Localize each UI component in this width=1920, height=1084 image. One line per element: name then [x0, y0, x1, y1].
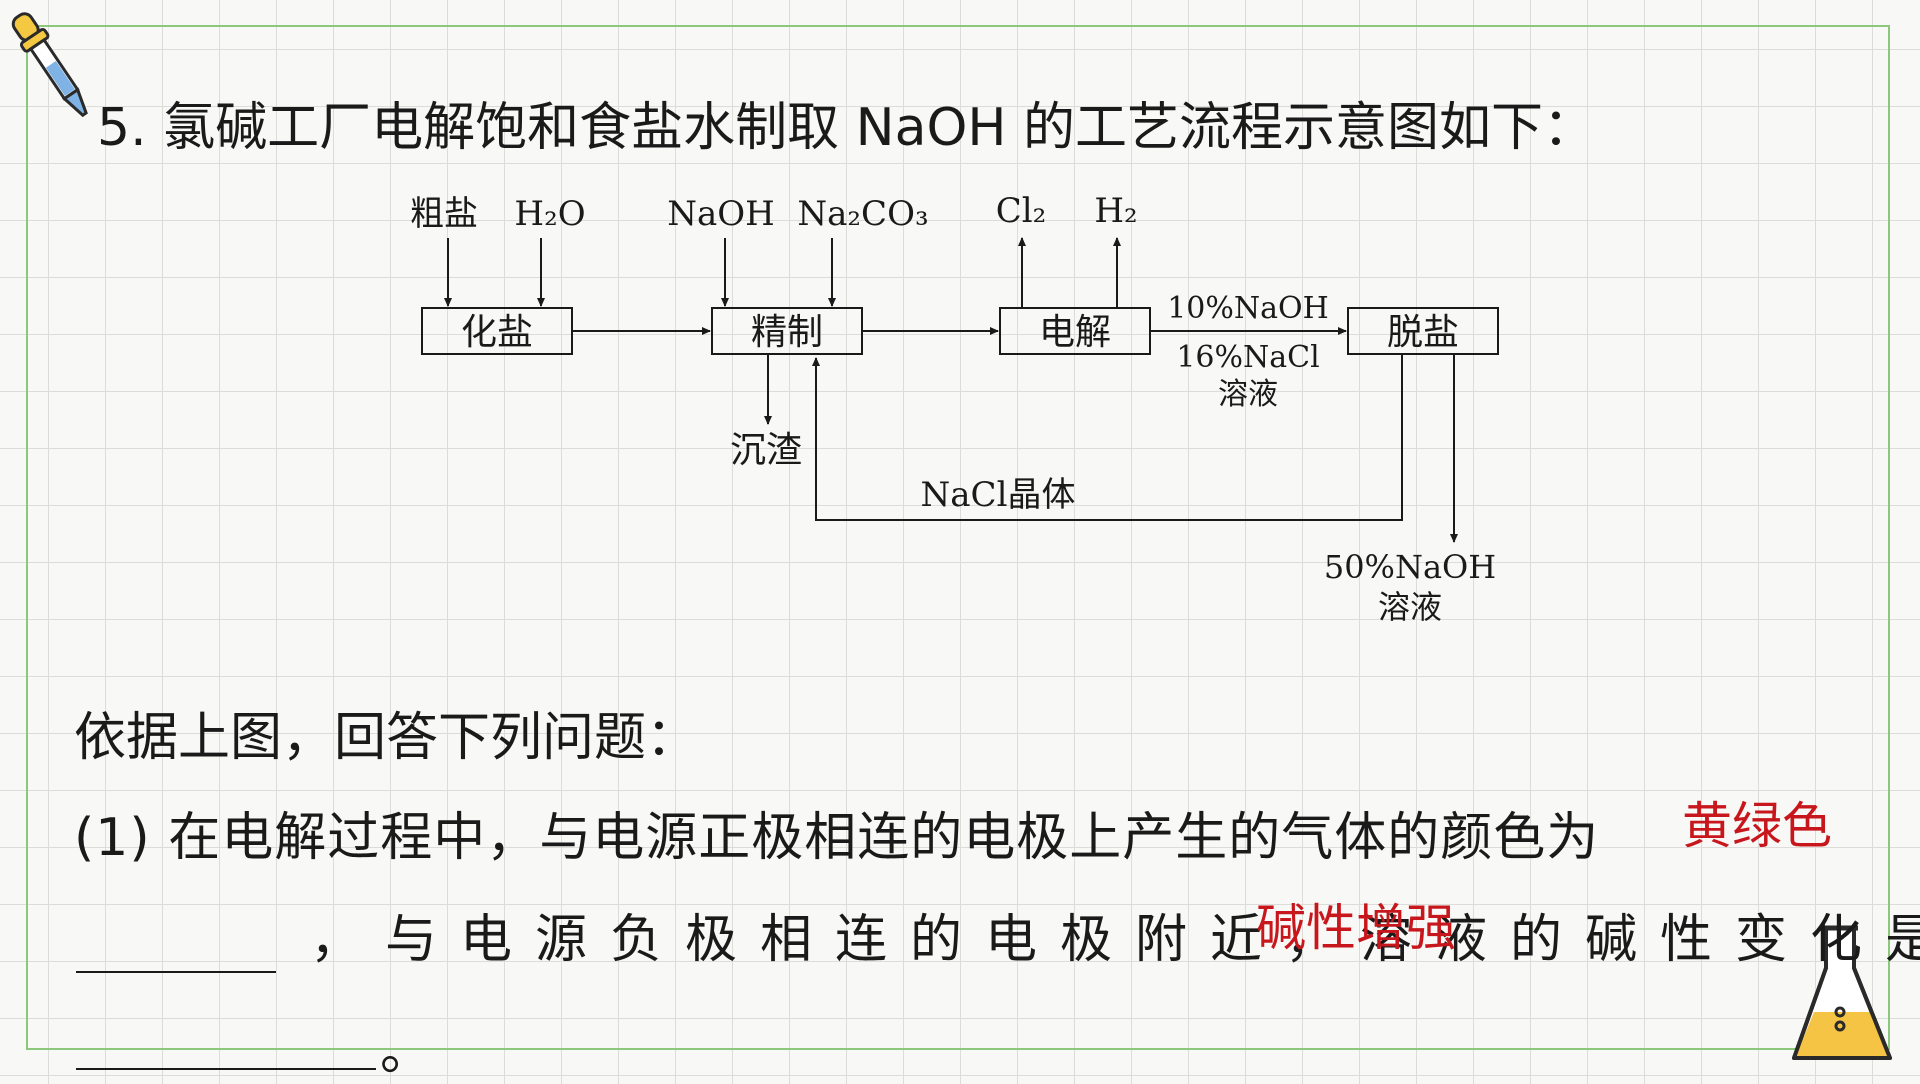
recycle-line [812, 354, 1403, 521]
question-part1-line2: ，与电源负极相连的电极附近，溶液的碱性变化是 [310, 910, 1920, 970]
product-naoh-label: 50%NaOH [1324, 548, 1496, 586]
precipitate-label: 沉渣 [730, 430, 802, 471]
question-title-text: 氯碱工厂电解饱和食盐水制取 NaOH 的工艺流程示意图如下： [163, 98, 1596, 158]
answer-blank-alkalinity[interactable] [76, 1068, 376, 1070]
question-part1-end: 。 [380, 1022, 433, 1082]
stream-nacl-label: 16%NaCl [1176, 340, 1319, 375]
flask-icon [1792, 925, 1892, 1060]
question-part1-line1: (1) 在电解过程中，与电源正极相连的电极上产生的气体的颜色为 [74, 808, 1600, 868]
output-h2: H₂ [1094, 191, 1137, 231]
answer-gas-color: 黄绿色 [1682, 797, 1832, 855]
input-water: H₂O [514, 194, 585, 234]
question-title: 5. 氯碱工厂电解饱和食盐水制取 NaOH 的工艺流程示意图如下： [97, 96, 1595, 160]
box-dissolve-label: 化盐 [461, 312, 533, 353]
stream-solution-label: 溶液 [1218, 377, 1278, 412]
recycle-label: NaCl晶体 [921, 475, 1076, 515]
input-crude-salt: 粗盐 [410, 194, 478, 234]
input-na2co3: Na₂CO₃ [797, 194, 928, 234]
answer-blank-gas-color[interactable] [76, 971, 276, 973]
question-intro: 依据上图，回答下列问题： [74, 708, 699, 768]
answer-alkalinity-change: 碱性增强 [1256, 899, 1456, 957]
box-refine-label: 精制 [751, 312, 823, 353]
output-cl2: Cl₂ [996, 191, 1047, 231]
box-electrolysis-label: 电解 [1039, 312, 1111, 353]
box-desalt [1347, 307, 1499, 355]
process-flow-diagram: 粗盐 H₂O NaOH Na₂CO₃ Cl₂ H₂ 化盐 精制 电解 脱盐 10… [410, 191, 1499, 626]
page-frame [26, 25, 1890, 1050]
stream-naoh-label: 10%NaOH [1167, 291, 1329, 326]
box-desalt-label: 脱盐 [1387, 312, 1459, 353]
product-solution-label: 溶液 [1378, 588, 1442, 626]
input-naoh: NaOH [667, 194, 775, 234]
question-number: 5. [97, 98, 147, 158]
dropper-icon [11, 12, 88, 118]
